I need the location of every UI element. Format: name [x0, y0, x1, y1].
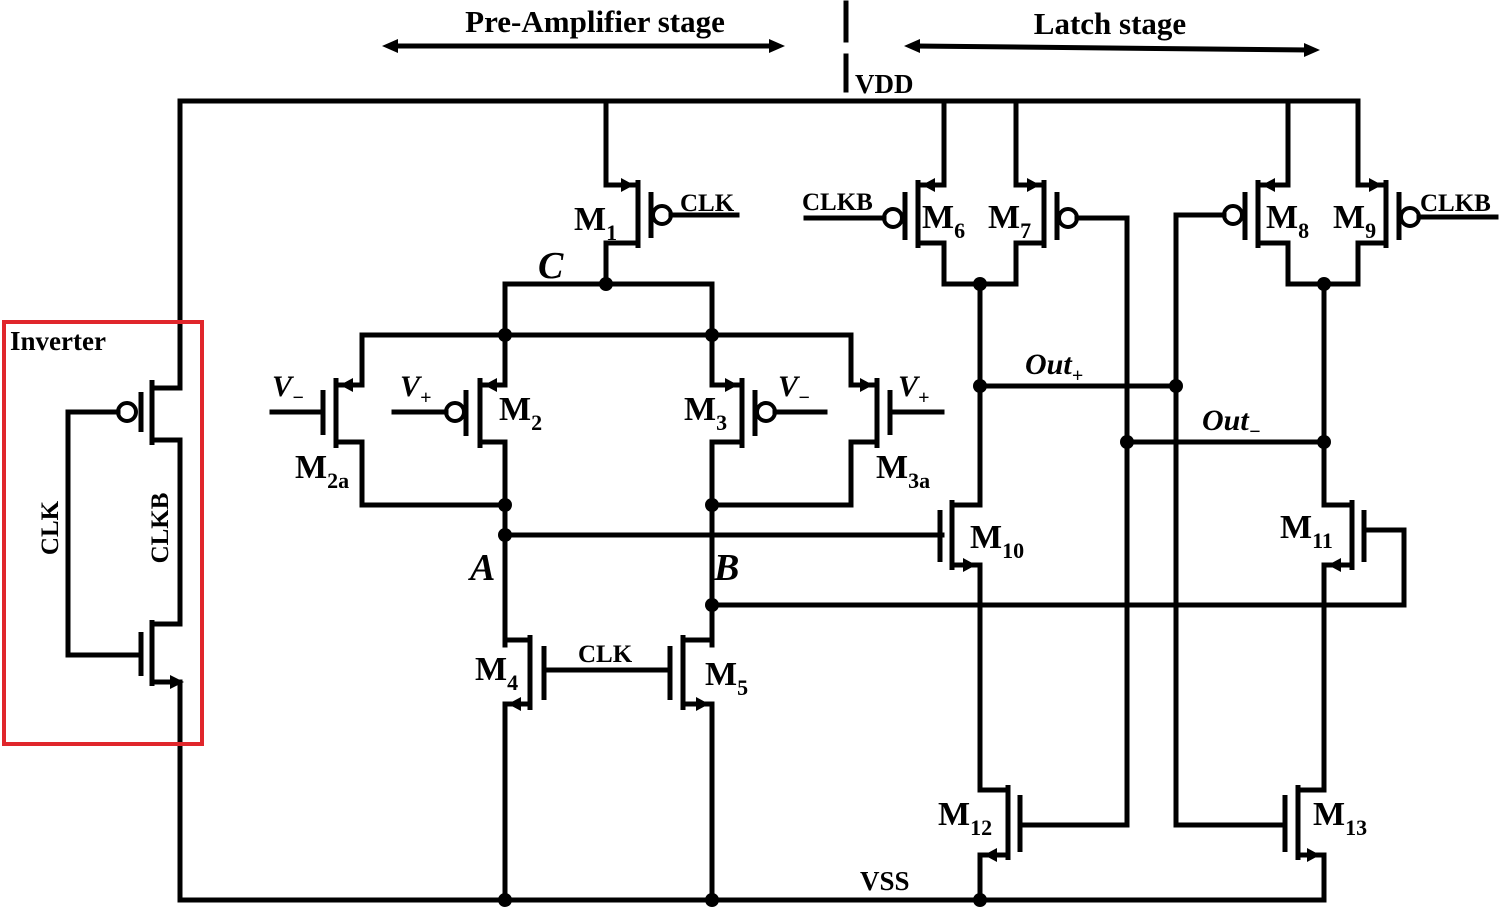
- svg-text:M9: M9: [1333, 199, 1376, 243]
- transistor-m2a: M2a V−: [269, 332, 508, 508]
- svg-text:M7: M7: [988, 199, 1031, 243]
- svg-text:M12: M12: [938, 796, 992, 840]
- svg-text:M3a: M3a: [876, 449, 930, 493]
- svg-text:M13: M13: [1313, 796, 1367, 840]
- transistor-m9: M9 CLKB: [1333, 98, 1499, 248]
- svg-text:M8: M8: [1266, 199, 1309, 243]
- svg-text:M11: M11: [1280, 509, 1333, 553]
- stage-headers: Pre-Amplifier stage Latch stage: [382, 0, 1320, 93]
- latch-stage-arrow: [913, 43, 1311, 53]
- svg-text:M10: M10: [970, 519, 1024, 563]
- transistor-m5: M5: [667, 635, 748, 903]
- inverter-pmos: [65, 367, 183, 658]
- vss-rail: [177, 682, 1327, 903]
- svg-text:M5: M5: [705, 656, 748, 700]
- vdd-rail: [177, 98, 1361, 373]
- transistor-m10: M10: [937, 500, 1024, 793]
- inverter-block: Inverter CLK CLKB: [2, 320, 204, 746]
- inverter-clk-label: CLK: [37, 500, 64, 555]
- node-b-to-m11-gate: [709, 527, 1407, 608]
- transistor-m11: M11: [1280, 500, 1367, 793]
- transistor-m2: M2 V+: [391, 332, 542, 508]
- svg-text:M4: M4: [475, 651, 518, 695]
- arrowhead-right-icon: [769, 39, 785, 53]
- inverter-nmos: [138, 617, 184, 693]
- preamp-stage-label: Pre-Amplifier stage: [465, 4, 725, 39]
- arrowhead-left-icon: [904, 39, 920, 53]
- transistor-m8: M8: [1173, 98, 1389, 828]
- node-b-label: B: [713, 547, 739, 589]
- svg-text:M3: M3: [684, 391, 727, 435]
- clkb-right-label: CLKB: [1420, 190, 1491, 217]
- svg-text:V−: V−: [272, 370, 304, 409]
- svg-text:V−: V−: [778, 370, 810, 409]
- transistor-m3a: M3a V+: [709, 332, 945, 508]
- arrowhead-right-icon: [1304, 43, 1320, 57]
- svg-text:V+: V+: [898, 370, 929, 409]
- svg-text:M2a: M2a: [295, 449, 349, 493]
- inverter-box: [2, 320, 204, 746]
- out-minus-label: Out−: [1202, 404, 1261, 443]
- transistor-m13: M13: [1282, 785, 1367, 862]
- transistor-m6: M6 CLKB: [802, 98, 1047, 287]
- svg-text:M2: M2: [499, 391, 542, 435]
- arrowhead-left-icon: [382, 39, 398, 53]
- out-plus-label: Out+: [1025, 348, 1083, 387]
- node-c-label: C: [538, 245, 564, 287]
- tail-clk-label: CLK: [578, 641, 633, 668]
- transistor-m1: M1 CLK: [574, 98, 740, 287]
- node-a-label: A: [468, 547, 495, 589]
- inverter-clkb-label: CLKB: [147, 493, 174, 564]
- clkb-left-label: CLKB: [802, 189, 873, 216]
- svg-text:M6: M6: [922, 199, 965, 243]
- transistor-m12: M12: [938, 785, 1023, 903]
- power-rails: VDD VSS: [177, 69, 1361, 903]
- node-c-wire: [502, 281, 715, 338]
- svg-text:M1: M1: [574, 201, 617, 245]
- inverter-title: Inverter: [10, 326, 106, 356]
- vdd-label: VDD: [855, 69, 914, 99]
- transistor-m3: M3 V−: [684, 332, 828, 508]
- vss-label: VSS: [860, 866, 910, 896]
- latch-stage-label: Latch stage: [1034, 6, 1186, 41]
- transistor-m4: M4 CLK: [475, 635, 672, 903]
- transistor-m7: M7: [988, 98, 1130, 828]
- svg-text:V+: V+: [400, 370, 431, 409]
- m1-clk-label: CLK: [680, 190, 735, 217]
